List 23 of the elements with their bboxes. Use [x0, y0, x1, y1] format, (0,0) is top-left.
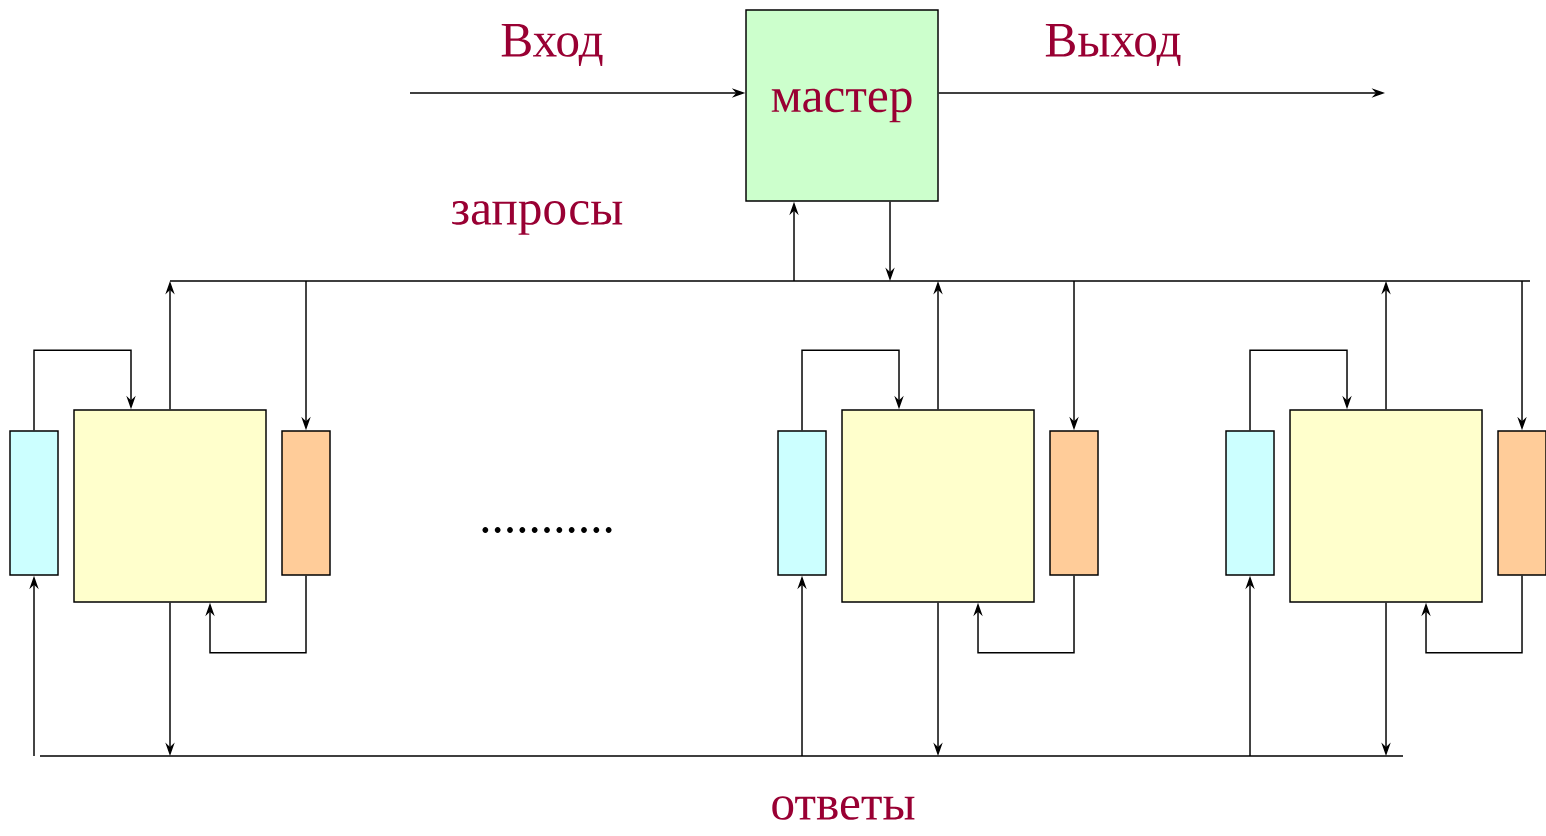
- bus-line: [39, 755, 1404, 757]
- arrow: [205, 575, 307, 654]
- buffer-box: [777, 430, 827, 576]
- buffer-box: [9, 430, 59, 576]
- ellipsis: ...........: [482, 527, 612, 533]
- arrow: [1421, 575, 1523, 654]
- bus-label: ответы: [772, 796, 915, 820]
- buffer-box: [1225, 430, 1275, 576]
- buffer-box: [1497, 430, 1546, 576]
- buffer-box: [1049, 430, 1099, 576]
- edge-label: Вход: [501, 24, 603, 66]
- process-box: [73, 409, 267, 603]
- arrow: [973, 575, 1075, 654]
- bus-line: [169, 280, 1531, 282]
- buffer-box: [281, 430, 331, 576]
- process-box: [841, 409, 1035, 603]
- edge-label: Выход: [1045, 24, 1181, 66]
- process-box: [1289, 409, 1483, 603]
- master-box: мастер: [745, 9, 939, 202]
- arrow: [801, 349, 904, 431]
- arrow: [33, 349, 136, 431]
- arrow: [1249, 349, 1352, 431]
- bus-label: запросы: [452, 201, 623, 235]
